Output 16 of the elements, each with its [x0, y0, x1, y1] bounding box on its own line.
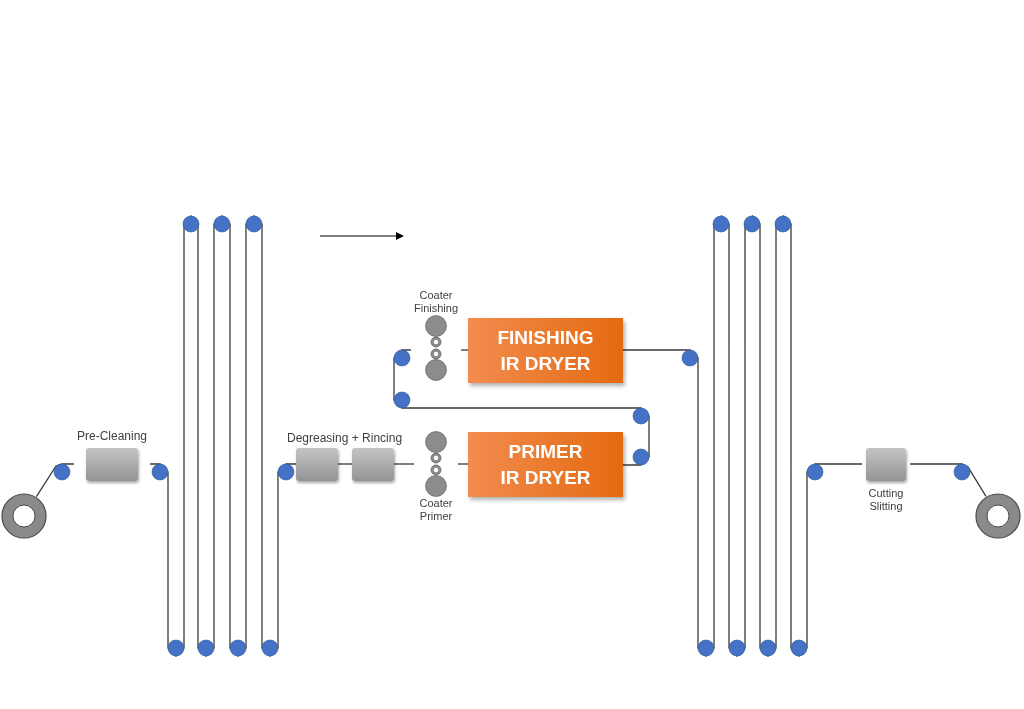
coater-label: Coater Finishing [413, 289, 459, 315]
metal-strip [393, 349, 650, 466]
metal-strip [457, 463, 469, 465]
dryer-label: PRIMER IR DRYER [499, 439, 592, 490]
metal-strip [909, 463, 987, 498]
metal-strip [460, 349, 469, 351]
station-label: Pre-Cleaning [76, 428, 147, 444]
dryer-label: FINISHING IR DRYER [496, 325, 595, 376]
metal-strip [393, 463, 415, 465]
station-label: Degreasing + Rincing [287, 430, 403, 446]
metal-strip [337, 463, 353, 465]
metal-strip [35, 463, 75, 498]
station-label: Cutting Slitting [867, 487, 905, 513]
ir-dryer [468, 432, 623, 497]
ir-dryer [468, 318, 623, 383]
coater-label: Coater Primer [418, 497, 454, 523]
